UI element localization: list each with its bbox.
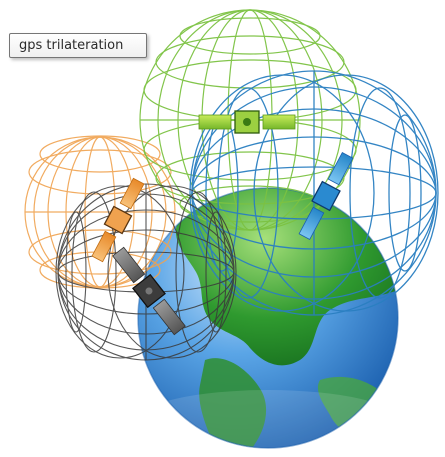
satellite-dark-icon <box>112 246 186 336</box>
satellite-orange-icon <box>91 177 145 263</box>
green-range-sphere <box>139 9 361 231</box>
blue-range-sphere <box>189 70 439 316</box>
satellite-green-icon <box>198 110 296 134</box>
tooltip-text: gps trilateration <box>19 38 124 53</box>
tooltip: gps trilateration <box>9 33 147 58</box>
dark-range-sphere <box>55 183 237 361</box>
orange-range-sphere <box>24 135 176 289</box>
satellite-blue-icon <box>298 152 354 240</box>
